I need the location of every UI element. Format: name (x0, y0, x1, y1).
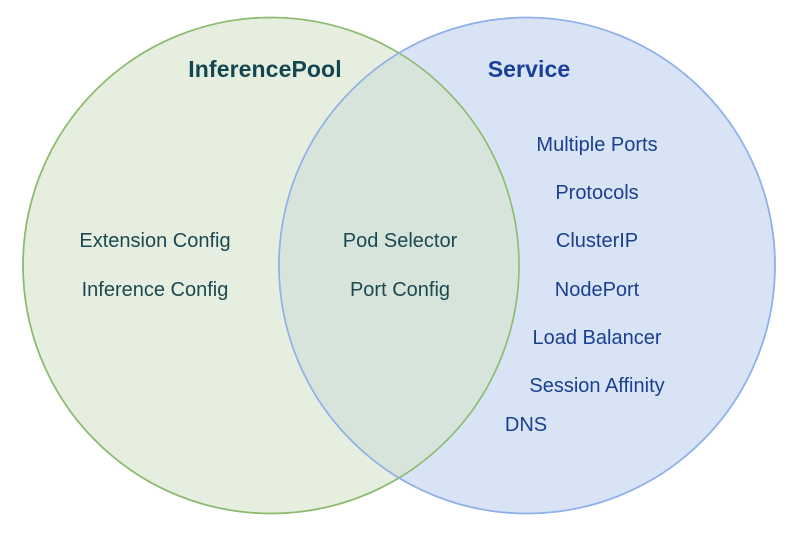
intersection-item-pod-selector: Pod Selector (342, 230, 458, 252)
right-item-clusterip: ClusterIP (555, 230, 639, 252)
right-item-protocols: Protocols (555, 182, 639, 204)
right-circle-title: Service (487, 56, 571, 82)
right-item-session-affinity: Session Affinity (529, 375, 665, 397)
right-item-dns: DNS (504, 414, 548, 436)
intersection-item-port-config: Port Config (349, 279, 451, 301)
right-circle-outline (278, 16, 776, 515)
left-item-inference-config: Inference Config (81, 279, 229, 301)
left-circle-title: InferencePool (188, 56, 342, 82)
intersection-shape (279, 17, 519, 514)
right-item-nodeport: NodePort (554, 279, 640, 301)
right-item-multiple-ports: Multiple Ports (536, 134, 658, 156)
right-item-load-balancer: Load Balancer (532, 327, 662, 349)
left-item-extension-config: Extension Config (79, 230, 231, 252)
left-circle-outline (22, 16, 520, 515)
